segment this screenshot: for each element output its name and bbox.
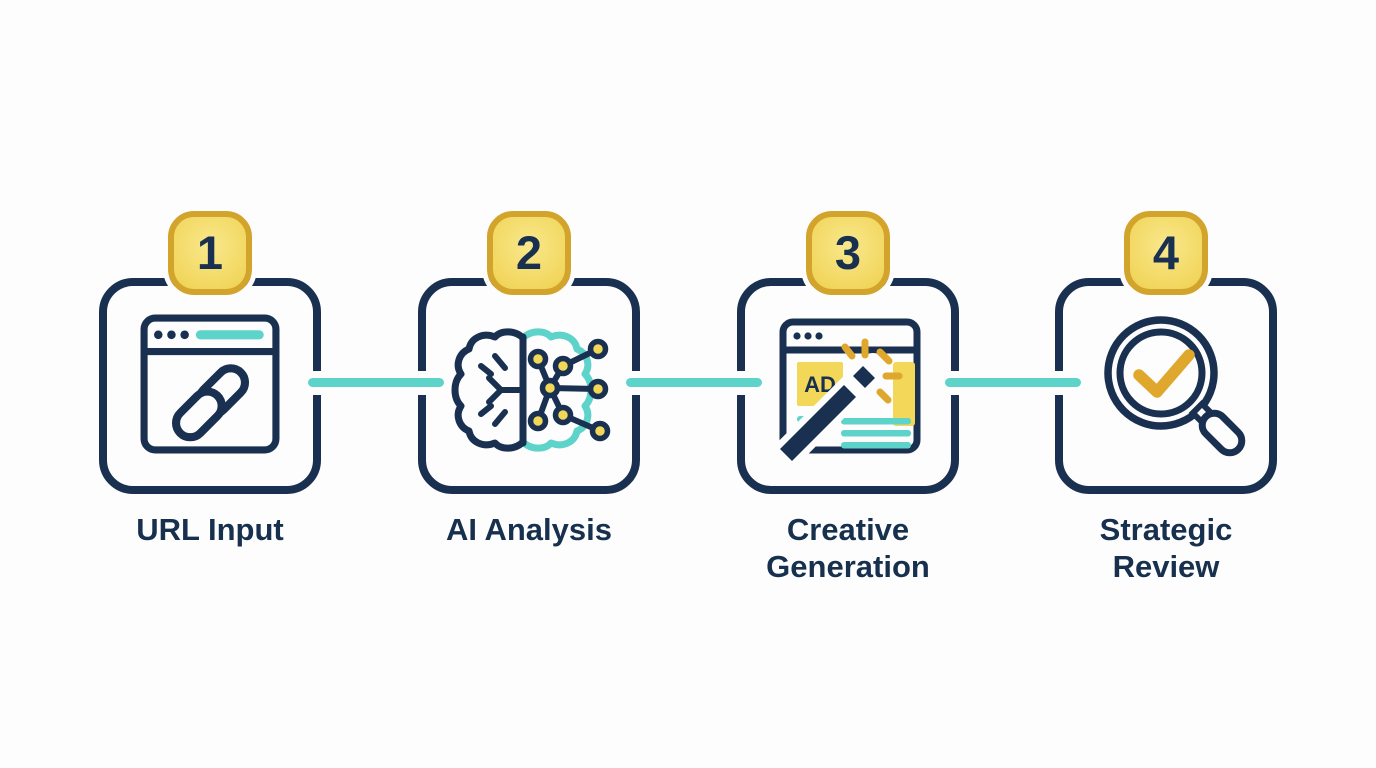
step-ai-analysis: 2 AI Analysis <box>418 0 640 768</box>
connector-line <box>626 378 762 387</box>
step-number: 4 <box>1152 225 1180 279</box>
step-strategic-review: 4 Strategic Review <box>1055 0 1277 768</box>
connector-line <box>945 378 1081 387</box>
magic-wand-glyph <box>773 353 888 466</box>
step-number-badge: 1 <box>168 211 252 295</box>
step-box: AD <box>737 278 959 494</box>
step-number: 3 <box>834 225 862 279</box>
ad-wand-icon: AD <box>773 318 921 466</box>
step-label: URL Input <box>136 512 284 547</box>
connector-line <box>308 378 444 387</box>
circuit-nodes <box>527 338 611 442</box>
magnifier-check-icon <box>1104 316 1246 457</box>
step-label: Strategic Review <box>1099 512 1233 584</box>
brain-circuit-icon <box>451 328 611 452</box>
step-box <box>1055 278 1277 494</box>
step-number-badge: 4 <box>1124 211 1208 295</box>
step-box <box>99 278 321 494</box>
step-number-badge: 3 <box>806 211 890 295</box>
step-creative-generation: AD <box>737 0 959 768</box>
sparkle-glyph <box>841 338 903 404</box>
step-box <box>418 278 640 494</box>
step-number: 1 <box>196 225 224 279</box>
step-url-input: 1 URL Input <box>99 0 321 768</box>
chain-link-glyph <box>171 364 250 442</box>
checkmark-glyph <box>1133 349 1195 398</box>
step-number-badge: 2 <box>487 211 571 295</box>
browser-link-icon <box>140 314 280 454</box>
step-label: AI Analysis <box>446 512 612 547</box>
magnifier-handle <box>1198 409 1246 457</box>
step-label: Creative Generation <box>766 512 930 584</box>
step-number: 2 <box>515 225 543 279</box>
